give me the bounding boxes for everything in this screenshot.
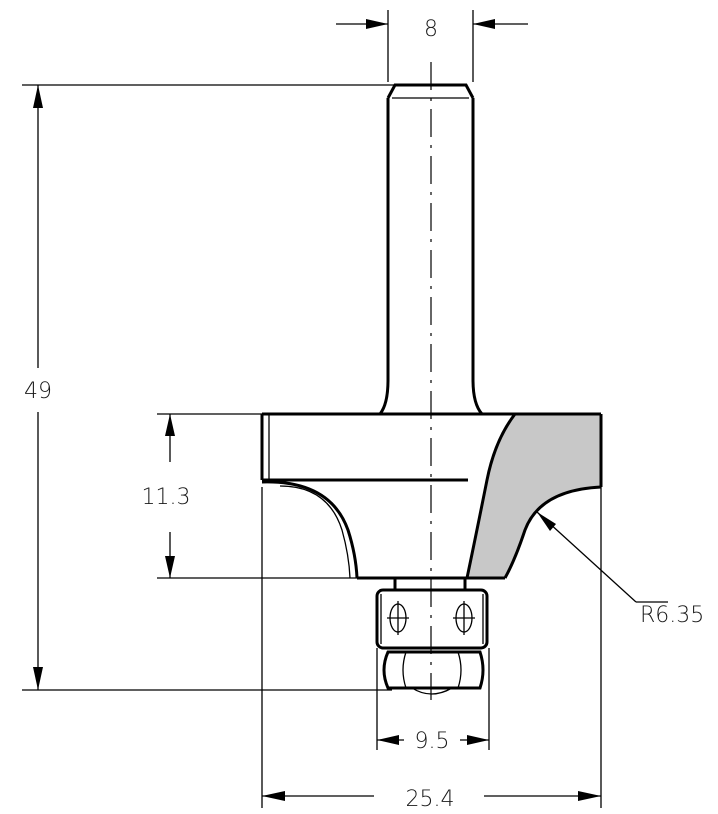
- bearing: [375, 588, 489, 650]
- profile-shaded-region: [467, 414, 601, 578]
- dim-label-bearing-diameter: 9.5: [415, 729, 450, 754]
- dim-label-cutting-diameter: 25.4: [406, 787, 455, 812]
- bearing-hole-left: [387, 601, 409, 635]
- dimension-cutting-diameter: 25.4: [261, 487, 602, 812]
- bearing-hole-right: [453, 601, 475, 635]
- bearing-spacer: [393, 576, 467, 592]
- dim-label-shank-diameter: 8: [424, 17, 438, 42]
- cutter-body: [260, 412, 603, 580]
- dimension-shank-diameter: 8: [336, 10, 528, 82]
- dimension-radius: R6.35: [536, 511, 704, 628]
- shank: [378, 83, 484, 416]
- dimension-bearing-diameter: 9.5: [376, 648, 490, 754]
- dimension-overall-length: 49: [22, 84, 395, 691]
- dim-label-overall-length: 49: [24, 379, 52, 404]
- hex-nut: [382, 650, 485, 695]
- dim-label-cutting-height: 11.3: [142, 485, 191, 510]
- dim-label-radius: R6.35: [640, 603, 704, 628]
- dimension-cutting-height: 11.3: [142, 413, 357, 579]
